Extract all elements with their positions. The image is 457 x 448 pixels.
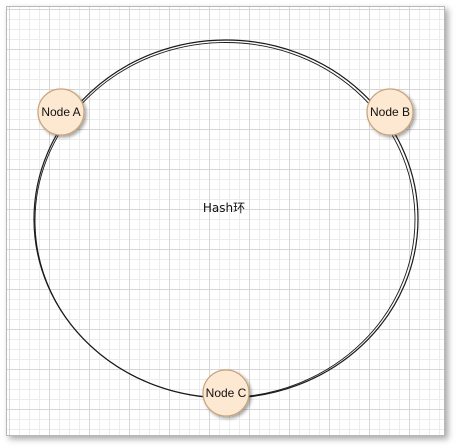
node-c[interactable]: Node C — [202, 369, 250, 417]
hash-ring — [33, 39, 419, 399]
node-a-label: Node A — [41, 105, 80, 119]
diagram-canvas — [6, 6, 445, 436]
node-b[interactable]: Node B — [366, 88, 414, 136]
node-b-label: Node B — [370, 105, 410, 119]
node-a[interactable]: Node A — [37, 88, 85, 136]
hash-ring-label: Hash环 — [203, 201, 245, 215]
node-c-label: Node C — [206, 386, 247, 400]
